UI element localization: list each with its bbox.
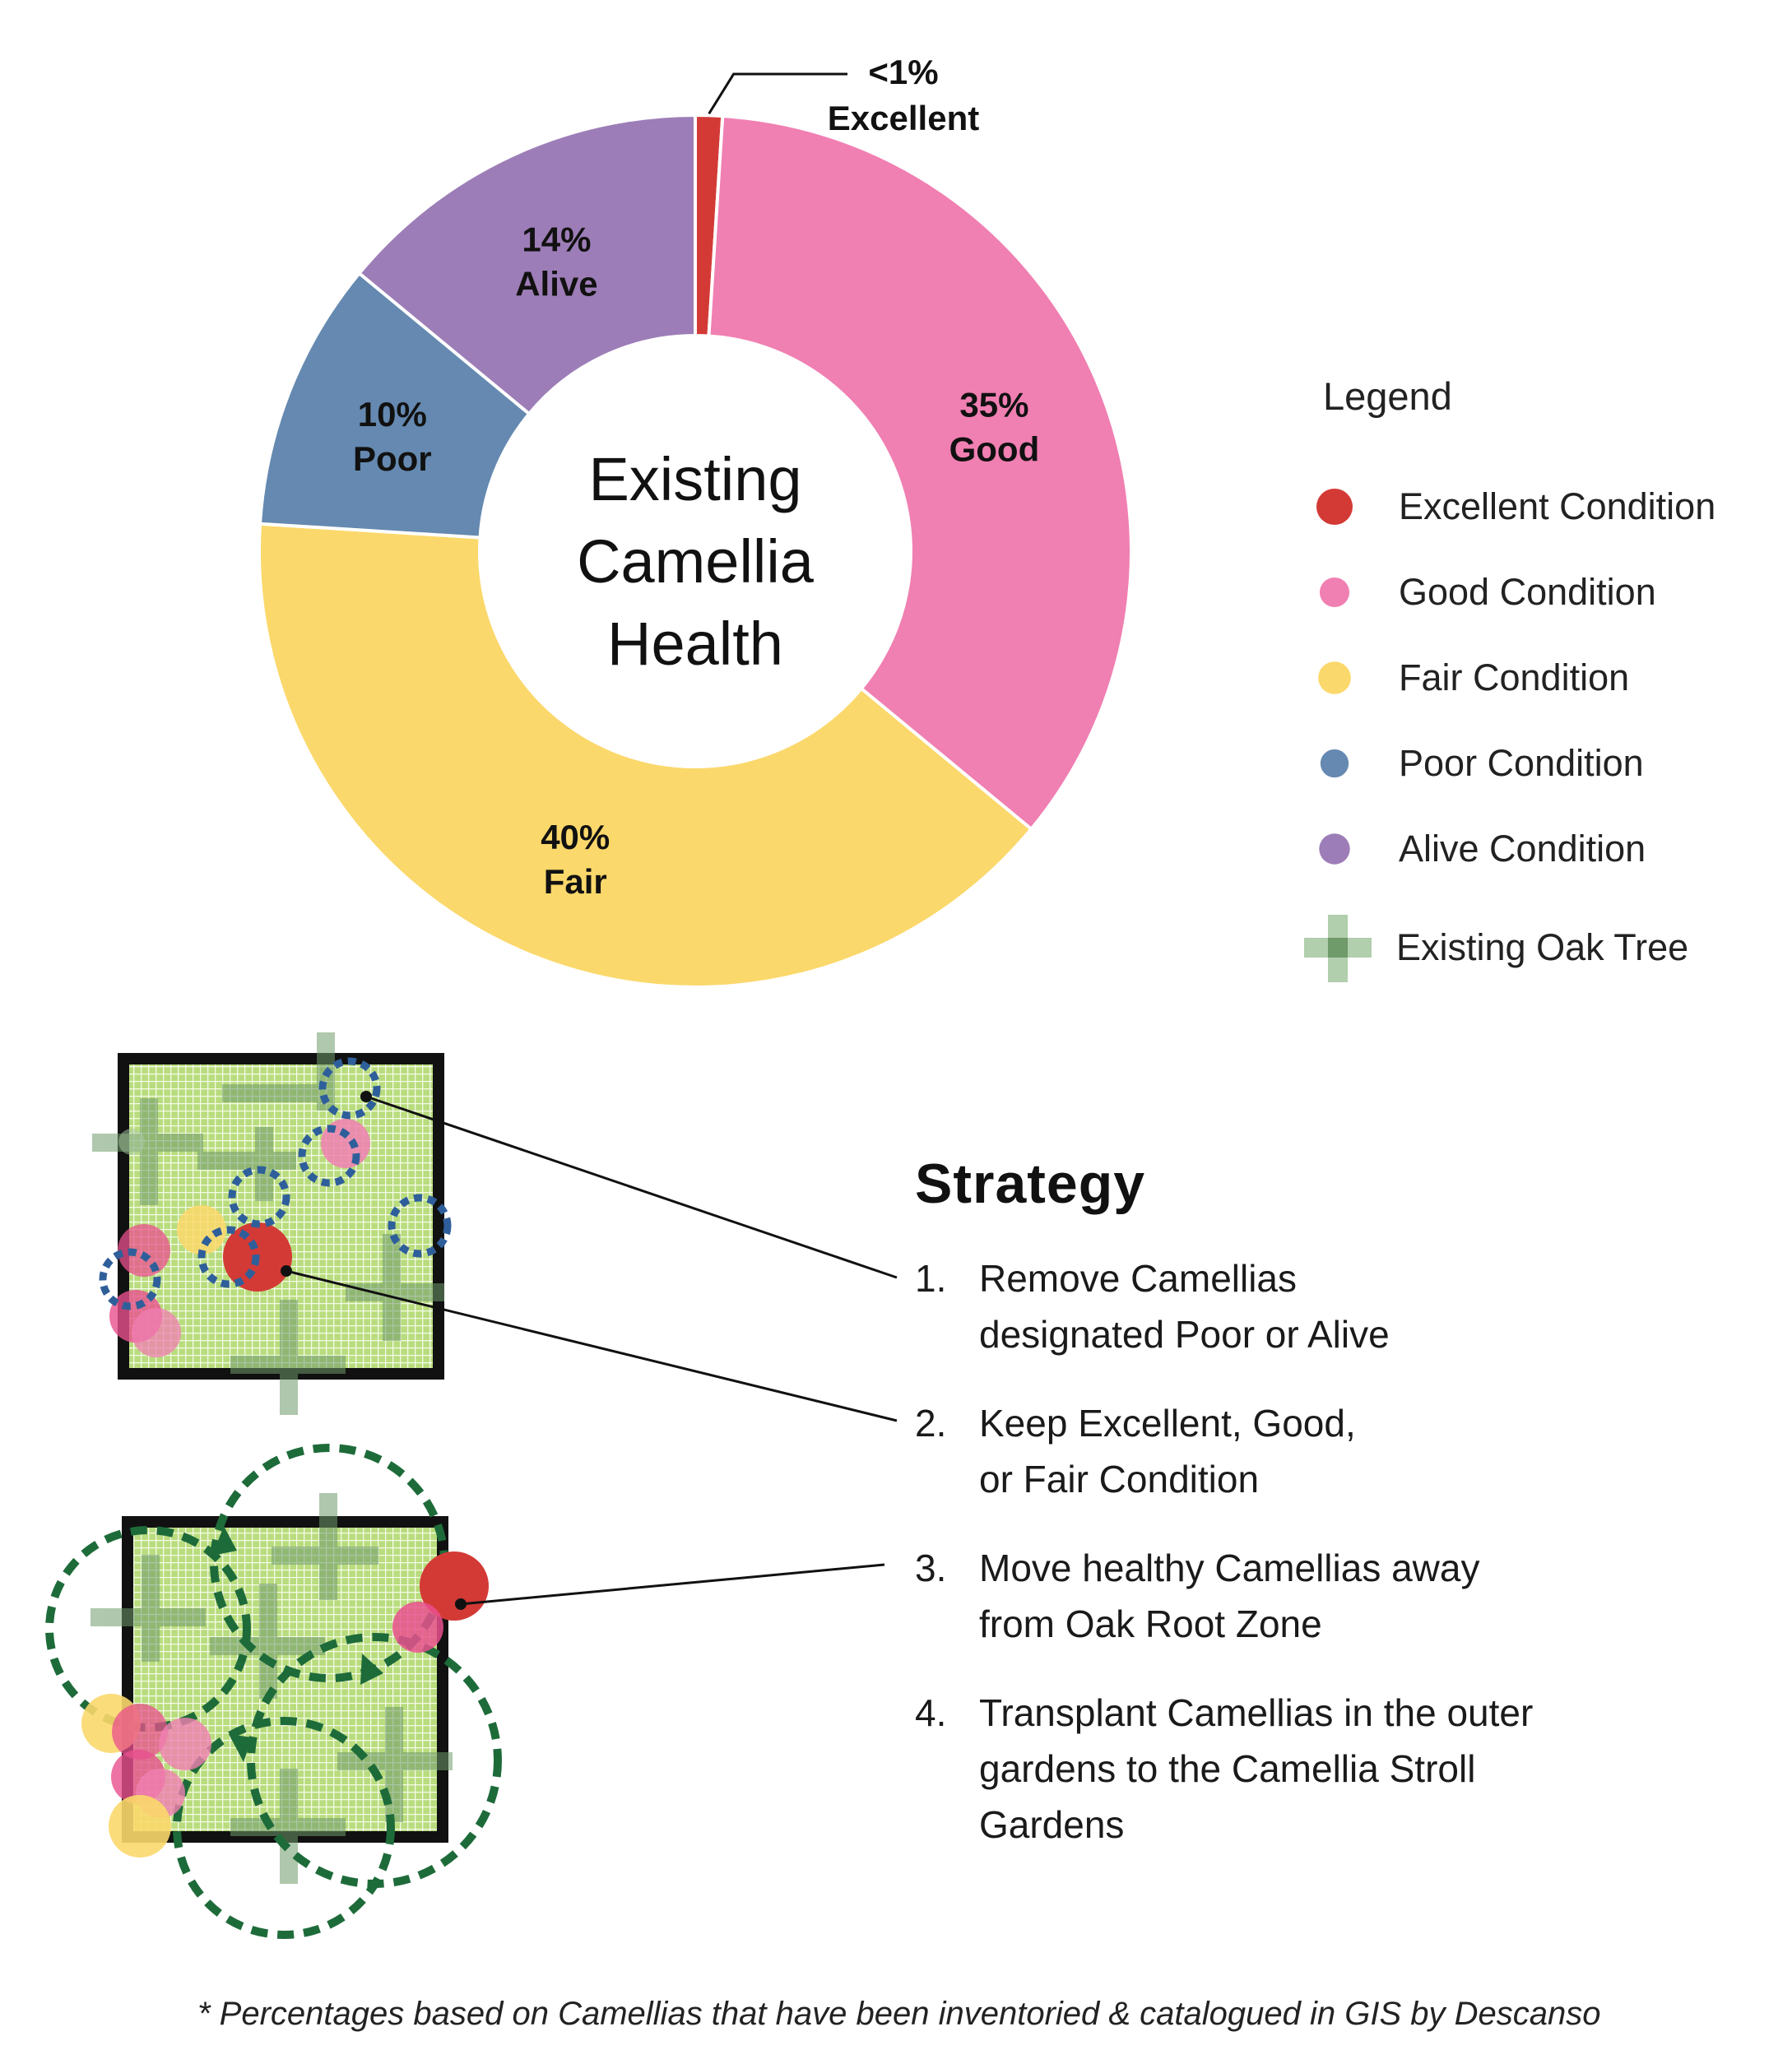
step-text-line: Keep Excellent, Good, [979, 1402, 1356, 1445]
diagram-current-site [92, 1032, 898, 1422]
slice-name-label: Alive [515, 265, 597, 304]
excellent-dot-icon [1316, 489, 1353, 525]
slice-value-label: 14% [522, 220, 591, 259]
legend-item-oak: Existing Oak Tree [1304, 915, 1765, 982]
diagram-proposed-site [45, 1444, 885, 1939]
strategy-title: Strategy [915, 1153, 1146, 1215]
step-text-line: Gardens [979, 1803, 1125, 1846]
legend-item-poor: Poor Condition [1304, 735, 1765, 793]
oak-tree-cross-icon [1304, 915, 1372, 982]
slice-name-label: Good [949, 430, 1040, 469]
legend-item-alive: Alive Condition [1304, 821, 1765, 879]
arrow-icon [229, 1734, 252, 1762]
legend-label: Good Condition [1399, 571, 1656, 613]
step-text-line: designated Poor or Alive [979, 1313, 1390, 1356]
alive-dot-icon [1319, 833, 1350, 865]
legend-label: Poor Condition [1399, 742, 1644, 784]
step-number: 2. [915, 1402, 947, 1445]
slice-name-label: Poor [353, 439, 432, 478]
donut-chart: <1% Excellent 35% Good 40% Fair 10% Poor 14% Aliv… [258, 53, 1133, 989]
step-text-line: Remove Camellias [979, 1257, 1298, 1300]
step-text-line: or Fair Condition [979, 1458, 1260, 1500]
leader-line-1 [365, 1095, 898, 1279]
poor-dot-icon [1320, 749, 1349, 778]
slice-fair [258, 522, 1034, 989]
legend-label: Fair Condition [1399, 656, 1630, 698]
leader-line-2 [286, 1269, 898, 1422]
excellent-leader-line [708, 72, 847, 115]
legend-label: Excellent Condition [1399, 485, 1716, 527]
legend-item-fair: Fair Condition [1304, 650, 1765, 707]
legend-label: Existing Oak Tree [1396, 926, 1689, 968]
chart-title-line-3: Health [607, 610, 783, 678]
slice-value-label: <1% [868, 53, 938, 91]
slice-value-label: 10% [358, 395, 427, 434]
good-dot-icon [1319, 577, 1350, 608]
legend-item-good: Good Condition [1304, 564, 1765, 622]
slice-good [707, 114, 1133, 832]
step-text-line: Transplant Camellias in the outer [979, 1691, 1534, 1734]
arrow-icon [360, 1653, 383, 1685]
legend-label: Alive Condition [1399, 828, 1646, 870]
chart-title-line-2: Camellia [577, 527, 815, 596]
chart-title-line-1: Existing [588, 445, 801, 513]
camellia-markers [99, 1057, 452, 1357]
step-text-line: Move healthy Camellias away [979, 1547, 1480, 1589]
slice-alive [356, 113, 697, 416]
legend-title: Legend [1323, 374, 1452, 418]
step-text-line: gardens to the Camellia Stroll [979, 1747, 1476, 1790]
slice-value-label: 35% [959, 386, 1028, 424]
step-number: 4. [915, 1691, 947, 1734]
footnote: * Percentages based on Camellias that ha… [197, 1996, 1601, 2032]
step-text-line: from Oak Root Zone [979, 1602, 1322, 1645]
slice-value-label: 40% [541, 818, 610, 856]
legend-item-excellent: Excellent Condition [1304, 479, 1765, 536]
step-number: 3. [915, 1547, 947, 1589]
slice-name-label: Excellent [828, 99, 979, 137]
arrow-icon [212, 1526, 237, 1556]
oak-tree-icons [92, 1032, 444, 1415]
step-number: 1. [915, 1257, 947, 1300]
fair-dot-icon [1318, 661, 1351, 694]
leader-line-3 [460, 1563, 885, 1606]
slice-name-label: Fair [544, 862, 607, 901]
slice-poor [258, 271, 532, 540]
